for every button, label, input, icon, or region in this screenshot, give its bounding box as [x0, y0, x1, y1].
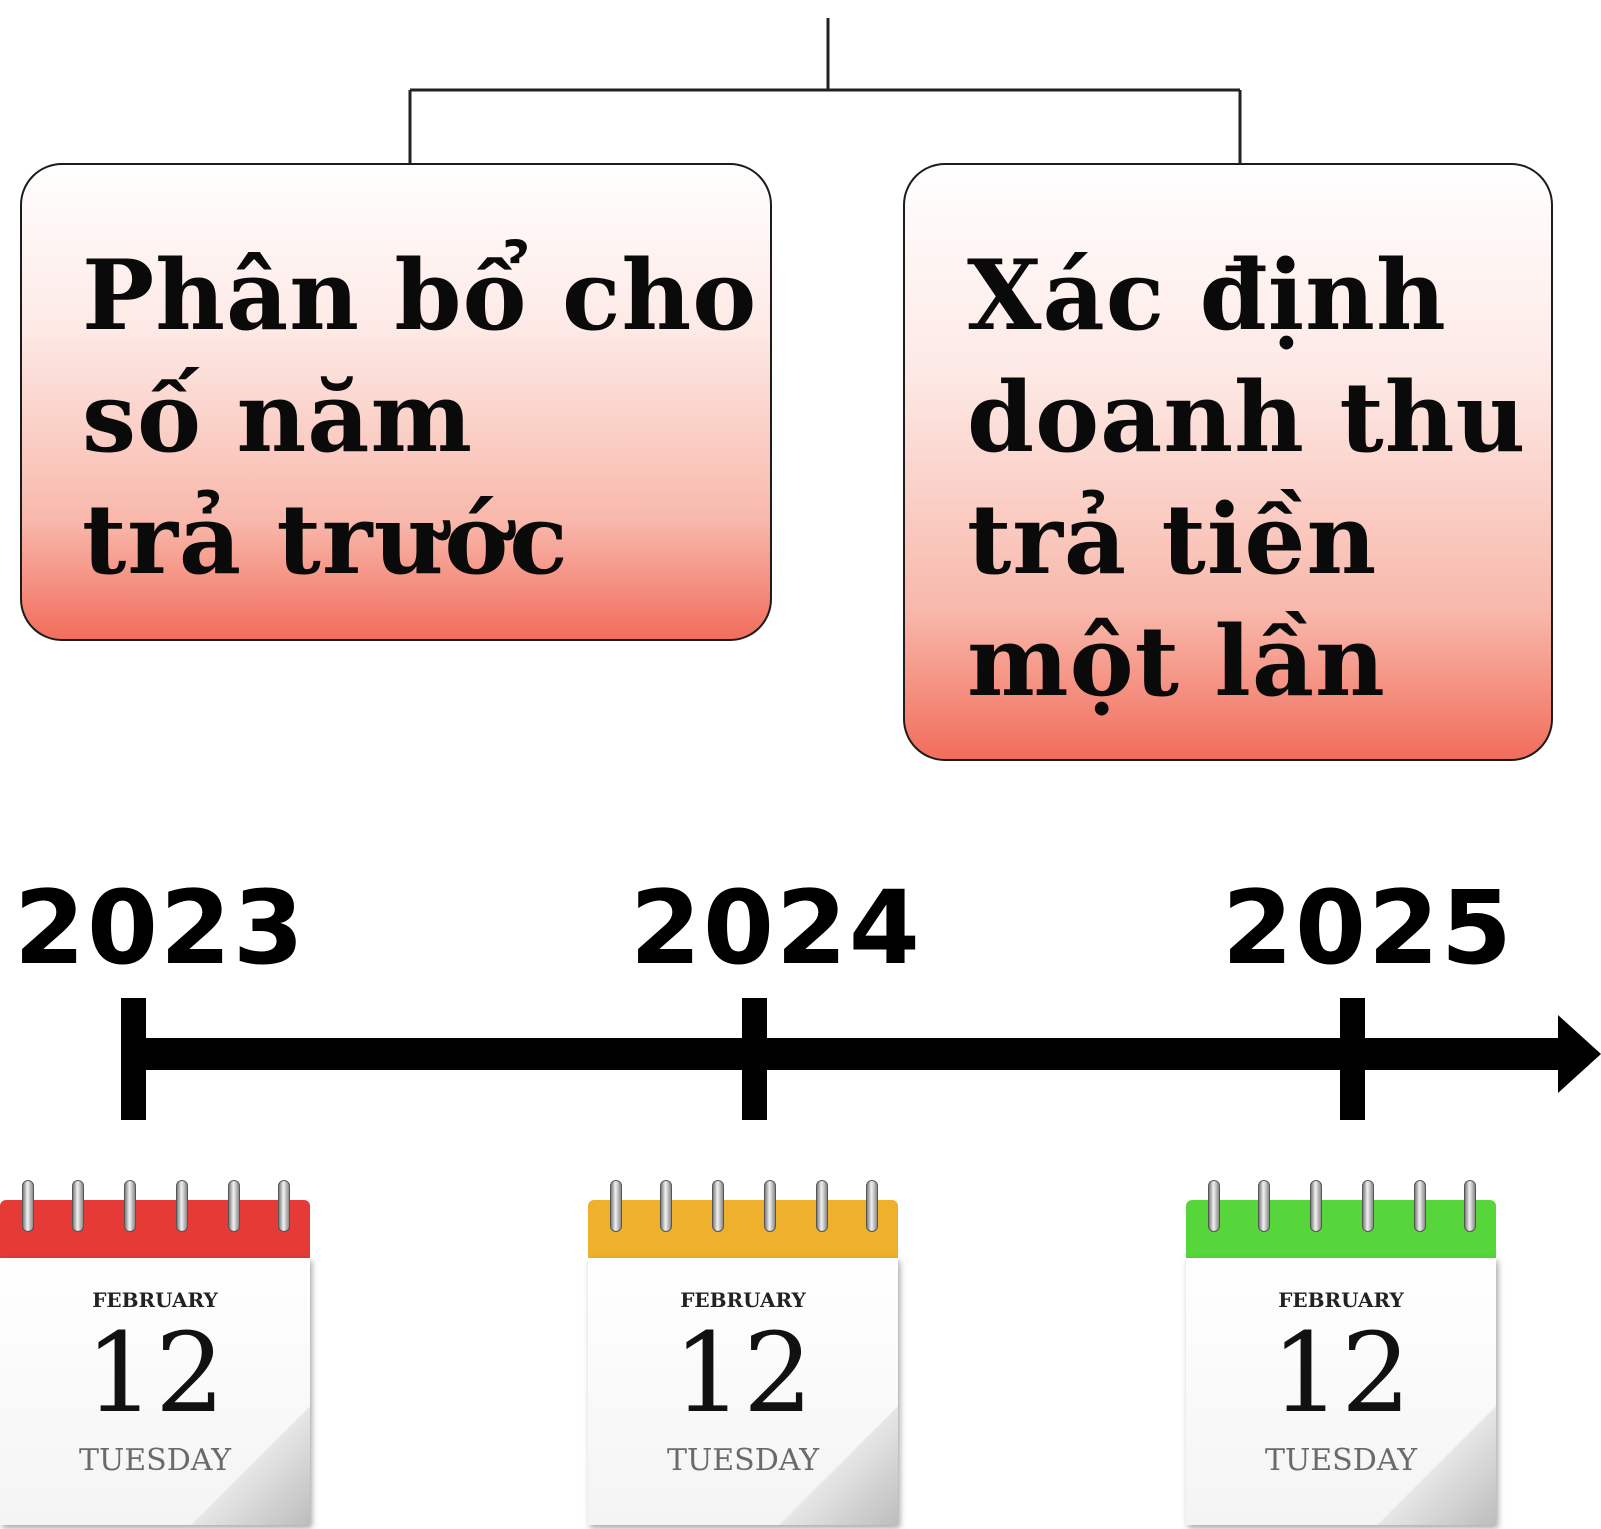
calendar-ring [1464, 1180, 1476, 1232]
box-recognize-line-4: một lần [967, 605, 1386, 718]
box-allocate-text: Phân bổ cho số năm trả trước [82, 235, 757, 601]
calendar-header [1186, 1200, 1496, 1260]
year-label-2024: 2024 [630, 869, 922, 988]
timeline-tick-2025 [1340, 998, 1365, 1120]
tree-connector [408, 18, 1242, 163]
timeline-tick-2024 [742, 998, 767, 1120]
calendar-ring [866, 1180, 878, 1232]
calendar-day: 12 [673, 1309, 813, 1437]
box-recognize-line-2: doanh thu [967, 361, 1527, 474]
calendar-ring [764, 1180, 776, 1232]
timeline-arrowhead [1558, 1015, 1601, 1093]
calendar-icon: FEBRUARY 12 TUESDAY [588, 1180, 898, 1525]
calendar-ring [660, 1180, 672, 1232]
calendar-month: FEBRUARY [1278, 1288, 1404, 1312]
page-curl [778, 1405, 898, 1525]
calendar-month: FEBRUARY [680, 1288, 806, 1312]
calendar-ring [1362, 1180, 1374, 1232]
timeline [121, 998, 1601, 1120]
calendar-month: FEBRUARY [92, 1288, 218, 1312]
year-label-2023: 2023 [14, 869, 306, 988]
calendar-ring [610, 1180, 622, 1232]
calendar-ring [1310, 1180, 1322, 1232]
box-allocate: Phân bổ cho số năm trả trước [20, 163, 772, 641]
calendar-page [588, 1258, 898, 1525]
calendar-ring [72, 1180, 84, 1232]
box-allocate-line-1: Phân bổ cho [82, 239, 758, 352]
timeline-axis [122, 1038, 1562, 1070]
calendar-ring [1258, 1180, 1270, 1232]
calendar-ring [176, 1180, 188, 1232]
page-curl [190, 1405, 310, 1525]
calendar-header [0, 1200, 310, 1260]
year-label-2025: 2025 [1222, 869, 1514, 988]
calendar-ring [228, 1180, 240, 1232]
box-recognize: Xác định doanh thu trả tiền một lần [903, 163, 1553, 761]
calendar-weekday: TUESDAY [1264, 1443, 1418, 1478]
box-recognize-line-1: Xác định [967, 239, 1447, 352]
calendar-icon: FEBRUARY 12 TUESDAY [1186, 1180, 1496, 1525]
calendar-ring [278, 1180, 290, 1232]
calendar-weekday: TUESDAY [78, 1443, 232, 1478]
calendar-icon: FEBRUARY 12 TUESDAY [0, 1180, 310, 1525]
box-allocate-line-2: số năm [82, 361, 474, 474]
calendar-ring [816, 1180, 828, 1232]
calendar-page [0, 1258, 310, 1525]
calendar-day: 12 [1271, 1309, 1411, 1437]
box-recognize-text: Xác định doanh thu trả tiền một lần [967, 235, 1526, 723]
calendar-ring [1208, 1180, 1220, 1232]
calendar-ring [1414, 1180, 1426, 1232]
calendar-ring [124, 1180, 136, 1232]
calendar-day: 12 [85, 1309, 225, 1437]
box-allocate-line-3: trả trước [82, 483, 569, 596]
calendar-ring [22, 1180, 34, 1232]
calendar-page [1186, 1258, 1496, 1525]
calendar-weekday: TUESDAY [666, 1443, 820, 1478]
page-curl [1376, 1405, 1496, 1525]
box-recognize-line-3: trả tiền [967, 483, 1378, 596]
calendar-header [588, 1200, 898, 1260]
timeline-tick-2023 [121, 998, 146, 1120]
calendar-ring [712, 1180, 724, 1232]
